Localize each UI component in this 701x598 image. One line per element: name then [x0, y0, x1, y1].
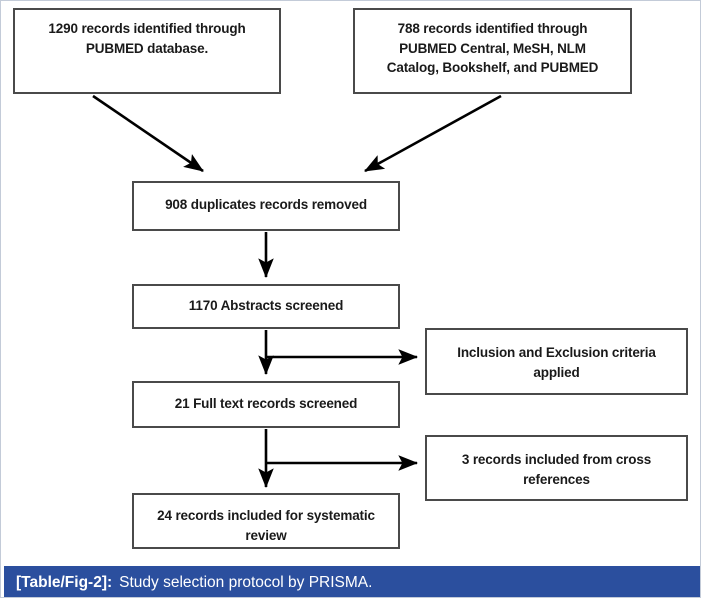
- box-duplicates-removed-text: 908 duplicates records removed: [165, 197, 367, 212]
- connector-pubmed-to-duplicates: [92, 94, 204, 173]
- box-source-pubmed-text: 1290 records identified through PUBMED d…: [48, 21, 246, 56]
- box-inclusion-exclusion-criteria: Inclusion and Exclusion criteria applied: [425, 328, 688, 395]
- box-source-pubmed: 1290 records identified through PUBMED d…: [13, 8, 281, 94]
- box-fulltext-screened: 21 Full text records screened: [132, 381, 400, 428]
- box-records-included-text: 24 records included for systematic revie…: [157, 508, 375, 543]
- box-source-other-text: 788 records identified through PUBMED Ce…: [386, 21, 599, 76]
- box-source-other: 788 records identified through PUBMED Ce…: [353, 8, 632, 94]
- connector-layer: [92, 94, 502, 489]
- connector-other-to-duplicates: [364, 94, 502, 173]
- figure-caption-bar: [Table/Fig-2]: Study selection protocol …: [4, 566, 700, 597]
- box-records-included: 24 records included for systematic revie…: [132, 493, 400, 549]
- box-abstracts-screened: 1170 Abstracts screened: [132, 284, 400, 329]
- box-abstracts-screened-text: 1170 Abstracts screened: [188, 298, 344, 313]
- figure-caption-text: Study selection protocol by PRISMA.: [119, 573, 373, 591]
- prisma-diagram: 1290 records identified through PUBMED d…: [1, 1, 700, 566]
- box-cross-references-text: 3 records included from cross references: [461, 452, 652, 487]
- box-inclusion-exclusion-criteria-text: Inclusion and Exclusion criteria applied: [457, 345, 656, 380]
- box-cross-references: 3 records included from cross references: [425, 435, 688, 501]
- box-duplicates-removed: 908 duplicates records removed: [132, 181, 400, 231]
- box-fulltext-screened-text: 21 Full text records screened: [174, 396, 358, 411]
- figure-caption-label: [Table/Fig-2]:: [16, 573, 113, 591]
